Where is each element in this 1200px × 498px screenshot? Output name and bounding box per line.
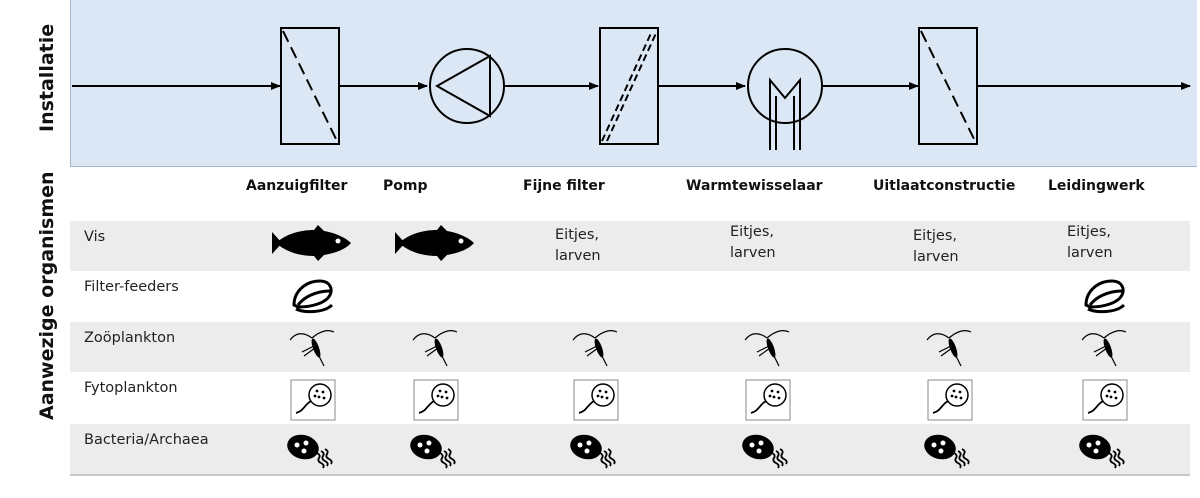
bacterium-icon — [740, 433, 796, 469]
process-flow-diagram — [72, 27, 1191, 150]
cell-vis-piping: Eitjes, larven — [1067, 224, 1113, 261]
row-bacteria: Bacteria/Archaea — [70, 424, 1190, 474]
col-head-pump: Pomp — [383, 178, 428, 194]
phytoplankton-icon — [745, 379, 791, 421]
zooplankton-icon — [411, 326, 461, 368]
cell-vis-outlet: Eitjes, larven — [913, 228, 959, 265]
organisms-section-label: Aanwezige organismen — [36, 171, 58, 420]
row-label-zooplankton: Zoöplankton — [84, 330, 176, 346]
zooplankton-icon — [925, 326, 975, 368]
row-label-vis: Vis — [84, 229, 106, 245]
col-head-outlet: Uitlaatconstructie — [873, 178, 1016, 194]
zooplankton-icon — [1080, 326, 1130, 368]
phytoplankton-icon — [290, 379, 336, 421]
bacterium-icon — [922, 433, 978, 469]
col-head-heat-exchanger: Warmtewisselaar — [686, 178, 823, 194]
outlet-symbol — [918, 27, 978, 145]
col-head-piping: Leidingwerk — [1048, 178, 1145, 194]
fish-icon — [272, 224, 354, 262]
phytoplankton-icon — [927, 379, 973, 421]
bacterium-icon — [285, 433, 341, 469]
row-label-phytoplankton: Fytoplankton — [84, 380, 178, 396]
cell-vis-heat-exchanger: Eitjes, larven — [730, 224, 776, 261]
bacterium-icon — [568, 433, 624, 469]
zooplankton-icon — [571, 326, 621, 368]
zooplankton-icon — [743, 326, 793, 368]
cell-vis-fine-filter: Eitjes, larven — [555, 227, 601, 264]
mussel-icon — [290, 277, 336, 315]
col-head-fine-filter: Fijne filter — [523, 178, 605, 194]
phytoplankton-icon — [1082, 379, 1128, 421]
col-head-intake-filter: Aanzuigfilter — [246, 178, 348, 194]
zooplankton-icon — [288, 326, 338, 368]
phytoplankton-icon — [573, 379, 619, 421]
row-filter-feeders: Filter-feeders — [70, 271, 1190, 321]
bacterium-icon — [408, 433, 464, 469]
row-vis: Vis — [70, 221, 1190, 271]
fish-icon — [395, 224, 477, 262]
row-zooplankton: Zoöplankton — [70, 322, 1190, 372]
table-bottom-rule — [70, 474, 1190, 476]
bacterium-icon — [1077, 433, 1133, 469]
intake-filter-symbol — [280, 27, 340, 145]
row-label-bacteria: Bacteria/Archaea — [84, 432, 209, 448]
fine-filter-symbol — [599, 27, 659, 145]
mussel-icon — [1082, 277, 1128, 315]
pump-symbol — [429, 48, 505, 124]
row-label-filter-feeders: Filter-feeders — [84, 279, 179, 295]
phytoplankton-icon — [413, 379, 459, 421]
row-phytoplankton: Fytoplankton — [70, 372, 1190, 422]
heat-exchanger-symbol — [747, 48, 823, 150]
